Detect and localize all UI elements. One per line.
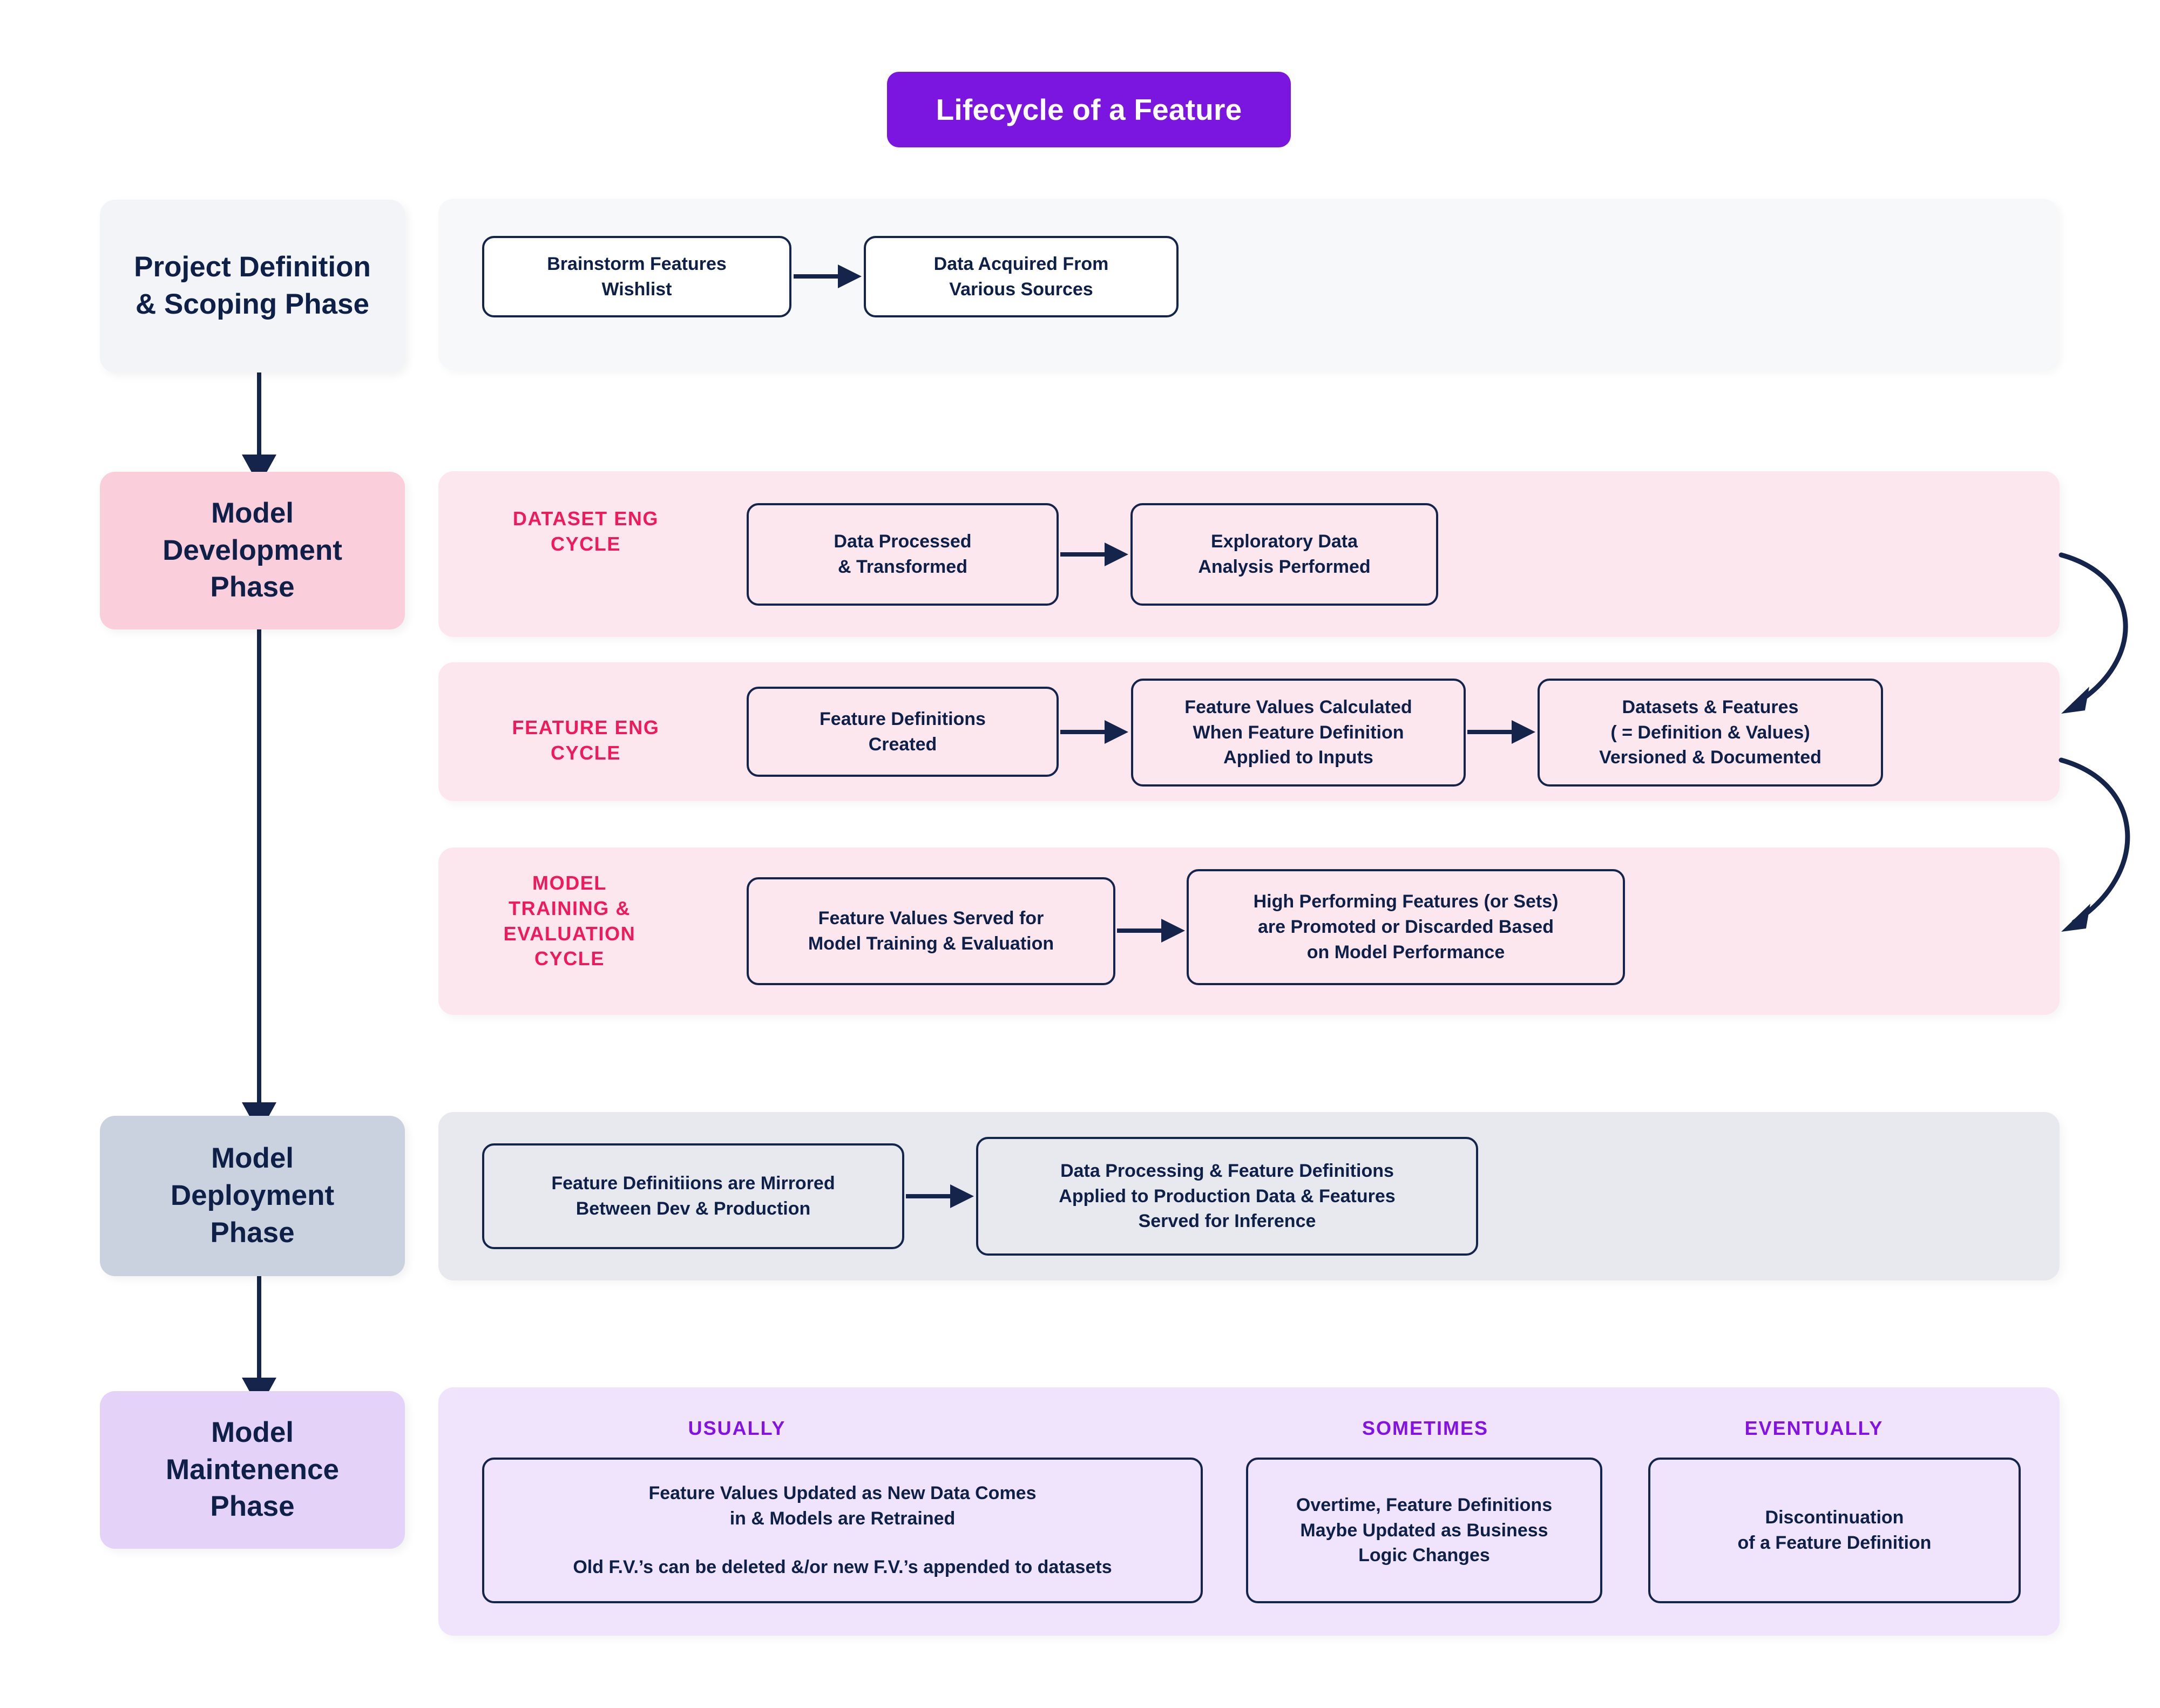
maintenance-paragraph-1: Discontinuation of a Feature Definition	[1738, 1505, 1932, 1556]
cycle-label-line2: CYCLE	[550, 532, 621, 555]
phase-label-line2: & Scoping Phase	[136, 288, 369, 320]
node-data-processing-applied-production-served-inference[interactable]: Data Processing & Feature Definitions Ap…	[976, 1137, 1478, 1256]
cycle-label-dataset-eng: DATASET ENG CYCLE	[478, 506, 694, 557]
node-data-acquired-from-various-sources[interactable]: Data Acquired From Various Sources	[864, 236, 1179, 317]
phase-label-line2: Deployment	[170, 1180, 335, 1212]
band-model-deployment	[438, 1112, 2060, 1280]
maintenance-label-sometimes: SOMETIMES	[1362, 1417, 1489, 1439]
node-line1: Feature Definitiions are Mirrored	[551, 1173, 835, 1194]
phase-label-line2: Maintenence	[165, 1453, 340, 1486]
node-line2: are Promoted or Discarded Based	[1258, 917, 1554, 938]
node-line2: Wishlist	[601, 279, 672, 300]
band-model-training-evaluation-cycle	[438, 848, 2060, 1015]
cycle-label-model-training-evaluation: MODEL TRAINING & EVALUATION CYCLE	[462, 871, 678, 972]
paragraph-line2: Maybe Updated as Business	[1300, 1520, 1548, 1541]
node-feature-definitions-created[interactable]: Feature Definitions Created	[747, 687, 1059, 777]
node-line2: Analysis Performed	[1198, 557, 1371, 577]
cycle-label-line1: FEATURE ENG	[512, 716, 660, 738]
cycle-label-line3: EVALUATION	[503, 922, 636, 945]
node-line3: Versioned & Documented	[1599, 747, 1822, 768]
node-line2: ( = Definition & Values)	[1610, 722, 1810, 743]
phase-label-line1: Model	[211, 1142, 294, 1175]
node-line1: Feature Values Served for	[818, 908, 1044, 929]
node-high-performing-features-promoted-discarded[interactable]: High Performing Features (or Sets) are P…	[1187, 869, 1625, 985]
maintenance-paragraph-2: Old F.V.’s can be deleted &/or new F.V.’…	[573, 1557, 1112, 1578]
arrow-values-calculated-to-datasets-versioned	[1467, 719, 1536, 745]
cycle-label-line1: DATASET ENG	[512, 507, 659, 530]
arrow-data-processed-to-eda	[1060, 541, 1129, 567]
cycle-label-feature-eng: FEATURE ENG CYCLE	[478, 715, 694, 766]
cycle-label-line2: TRAINING &	[509, 897, 631, 919]
paragraph-line3: Logic Changes	[1358, 1545, 1490, 1566]
maintenance-box-sometimes[interactable]: Overtime, Feature Definitions Maybe Upda…	[1246, 1458, 1602, 1603]
node-exploratory-data-analysis-performed[interactable]: Exploratory Data Analysis Performed	[1130, 503, 1438, 606]
cycle-label-line1: MODEL	[532, 872, 607, 894]
maintenance-paragraph-1: Overtime, Feature Definitions Maybe Upda…	[1296, 1493, 1552, 1569]
node-brainstorm-features-wishlist[interactable]: Brainstorm Features Wishlist	[482, 236, 791, 317]
node-line1: Brainstorm Features	[547, 253, 727, 274]
arrow-feature-definitions-to-values-calculated	[1060, 719, 1129, 745]
phase-label-line3: Phase	[210, 571, 295, 604]
band-feature-eng-cycle	[438, 662, 2060, 801]
phase-chip-model-development[interactable]: Model Development Phase	[100, 472, 405, 629]
node-line1: High Performing Features (or Sets)	[1253, 891, 1559, 912]
node-line3: Applied to Inputs	[1223, 747, 1373, 768]
node-line3: Served for Inference	[1138, 1211, 1316, 1232]
connector-development-to-deployment	[216, 594, 302, 1139]
phase-chip-model-maintenance[interactable]: Model Maintenence Phase	[100, 1391, 405, 1549]
node-line2: Applied to Production Data & Features	[1059, 1185, 1396, 1207]
phase-label-line3: Phase	[210, 1490, 295, 1523]
maintenance-label-usually: USUALLY	[688, 1417, 786, 1439]
node-datasets-features-versioned-documented[interactable]: Datasets & Features ( = Definition & Val…	[1538, 679, 1883, 787]
paragraph-line2: in & Models are Retrained	[729, 1508, 956, 1529]
band-dataset-eng-cycle	[438, 471, 2060, 637]
paragraph-line1: Feature Values Updated as New Data Comes	[648, 1482, 1037, 1503]
arrow-brainstorm-to-data-acquired	[794, 263, 863, 289]
node-line2: Model Training & Evaluation	[808, 933, 1054, 954]
node-line2: & Transformed	[838, 557, 967, 577]
diagram-title: Lifecycle of a Feature	[887, 72, 1291, 147]
node-line1: Feature Definitions	[820, 708, 986, 729]
phase-label-line2: Development	[162, 534, 342, 566]
phase-label-line1: Model	[211, 1416, 294, 1448]
node-line1: Data Acquired From	[933, 253, 1109, 274]
arrow-served-to-high-performing	[1117, 918, 1186, 944]
paragraph-line2: of a Feature Definition	[1737, 1533, 1932, 1553]
node-line2: When Feature Definition	[1193, 722, 1404, 743]
node-feature-definitions-mirrored-dev-production[interactable]: Feature Definitiions are Mirrored Betwee…	[482, 1143, 904, 1249]
paragraph-line1: Discontinuation	[1765, 1507, 1904, 1528]
paragraph-line1: Overtime, Feature Definitions	[1296, 1494, 1553, 1515]
maintenance-box-usually[interactable]: Feature Values Updated as New Data Comes…	[482, 1458, 1203, 1603]
node-line1: Feature Values Calculated	[1184, 696, 1412, 717]
node-data-processed-transformed[interactable]: Data Processed & Transformed	[747, 503, 1059, 606]
loopback-arrow-feature-to-training-cycle	[2051, 750, 2160, 950]
phase-chip-project-definition-scoping[interactable]: Project Definition & Scoping Phase	[100, 200, 405, 372]
cycle-label-line2: CYCLE	[550, 741, 621, 764]
phase-label-line1: Model	[211, 497, 294, 529]
arrow-mirrored-to-applied-production	[906, 1183, 975, 1209]
phase-label-line1: Project Definition	[134, 251, 371, 283]
maintenance-box-eventually[interactable]: Discontinuation of a Feature Definition	[1648, 1458, 2021, 1603]
node-line1: Data Processed	[834, 531, 972, 552]
node-feature-values-served-for-training[interactable]: Feature Values Served for Model Training…	[747, 877, 1115, 985]
maintenance-label-eventually: EVENTUALLY	[1744, 1417, 1884, 1439]
loopback-arrow-dataset-to-feature-cycle	[2051, 545, 2160, 734]
cycle-label-line4: CYCLE	[534, 947, 605, 970]
diagram-title-text: Lifecycle of a Feature	[936, 93, 1242, 126]
node-line2: Created	[868, 734, 937, 755]
phase-label-line3: Phase	[210, 1216, 295, 1249]
node-line2: Between Dev & Production	[575, 1198, 811, 1219]
node-line1: Datasets & Features	[1622, 696, 1799, 717]
node-line3: on Model Performance	[1306, 941, 1505, 963]
maintenance-paragraph-1: Feature Values Updated as New Data Comes…	[648, 1481, 1036, 1531]
node-line2: Various Sources	[949, 279, 1093, 300]
node-line1: Exploratory Data	[1210, 531, 1358, 552]
node-feature-values-calculated[interactable]: Feature Values Calculated When Feature D…	[1131, 679, 1466, 787]
node-line1: Data Processing & Feature Definitions	[1060, 1160, 1394, 1181]
phase-chip-model-deployment[interactable]: Model Deployment Phase	[100, 1116, 405, 1276]
